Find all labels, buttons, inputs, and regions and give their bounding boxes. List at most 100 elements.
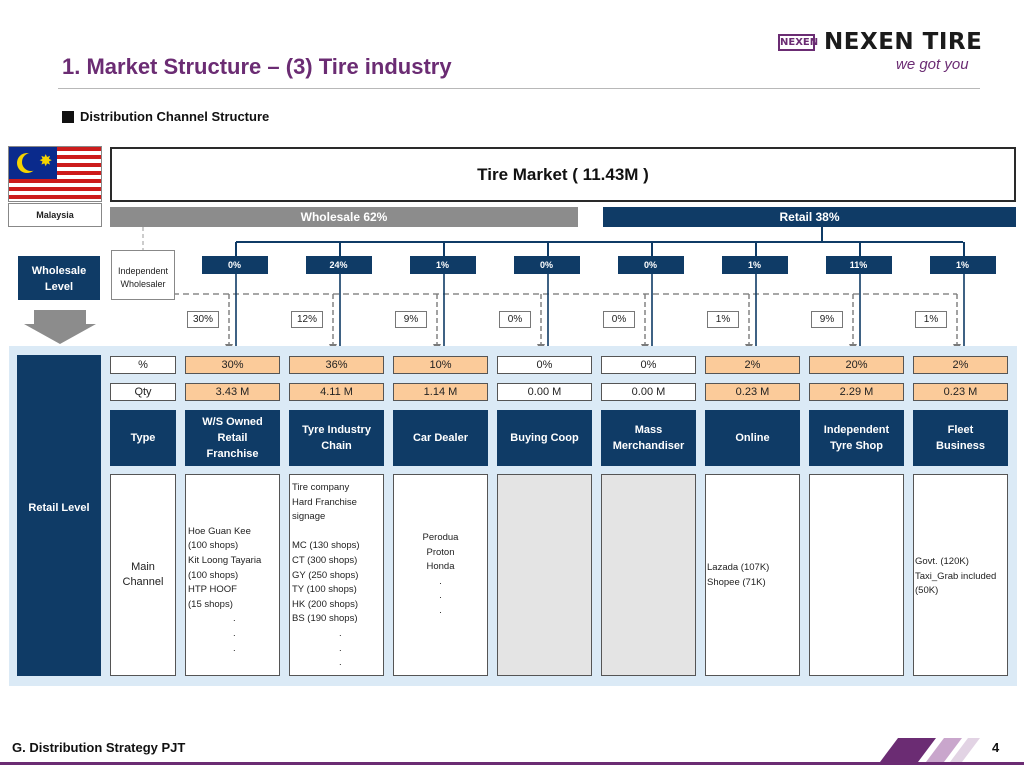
channel-line [188,496,279,511]
channel-line: . [233,613,236,625]
retail-pct-cell: 0% [497,356,592,374]
channel-line [188,510,279,525]
retail-pct-cell: 2% [705,356,800,374]
retail-qty-cell: 1.14 M [393,383,488,401]
via-wholesaler-pct-7: 9% [811,311,843,328]
via-wholesaler-pct-4: 0% [499,311,531,328]
channel-line: . [439,604,442,616]
retail-type-label: Independent Tyre Shop [823,424,890,452]
channel-line: Perodua [422,532,459,543]
down-arrow-icon [24,310,96,344]
channel-line: (100 shops) [188,569,239,581]
retail-direct-pct-1: 0% [201,256,268,274]
type-row-header: Type [110,410,176,466]
channel-line: . [339,657,342,669]
channel-line: . [439,590,442,602]
retail-pct-cell: 10% [393,356,488,374]
via-wholesaler-pct-5: 0% [603,311,635,328]
retail-pct-cell: 0% [601,356,696,374]
retail-type-cell: Online [705,410,800,466]
main-channel-row-header: Main Channel [110,474,176,676]
channel-line: BS (190 shops) [292,613,358,625]
retail-channel-cell: Hoe Guan Kee (100 shops) Kit Loong Tayaria… [185,474,280,676]
retail-direct-pct-5: 0% [617,256,684,274]
retail-bar: Retail 38% [603,207,1016,227]
retail-channel-cell: Govt. (120K)Taxi_Grab included(50K) [913,474,1008,676]
retail-pct-cell: 30% [185,356,280,374]
wholesale-bar: Wholesale 62% [110,207,578,227]
retail-qty-cell: 0.23 M [705,383,800,401]
channel-line: Kit Loong Tayaria [188,554,262,566]
channel-line: HTP HOOF [188,584,237,596]
retail-type-label: Mass Merchandiser [612,424,685,452]
retail-qty-cell: 0.00 M [601,383,696,401]
retail-type-label: W/S Owned Retail Franchise [202,416,263,460]
via-wholesaler-pct-8: 1% [915,311,947,328]
retail-pct-cell: 20% [809,356,904,374]
page-number: 4 [992,740,1000,755]
retail-type-cell: Tyre Industry Chain [289,410,384,466]
channel-line: Hard Franchise [292,496,357,508]
channel-line: . [233,627,236,639]
retail-direct-pct-4: 0% [513,256,580,274]
tire-market-box: Tire Market ( 11.43M ) [110,147,1016,202]
retail-type-label: Car Dealer [412,432,469,444]
via-wholesaler-pct-6: 1% [707,311,739,328]
channel-line: (100 shops) [188,540,239,552]
retail-direct-pct-8: 1% [929,256,996,274]
channel-line [292,525,383,540]
retail-type-cell: Car Dealer [393,410,488,466]
footer-project-name: G. Distribution Strategy PJT [12,740,186,755]
via-wholesaler-pct-3: 9% [395,311,427,328]
retail-type-cell: Mass Merchandiser [601,410,696,466]
channel-line: HK (200 shops) [292,598,359,610]
channel-line: Shopee (71K) [707,576,766,588]
channel-line [188,481,279,496]
channel-line: Tire company [292,482,350,493]
channel-line: (15 shops) [188,598,233,610]
channel-line: (50K) [915,585,939,597]
title-divider [58,88,980,89]
channel-line: Proton [426,546,455,558]
wholesale-level-label: Wholesale Level [18,256,100,300]
retail-type-cell: Independent Tyre Shop [809,410,904,466]
nexen-logo-text: NEXEN TIRE [824,29,983,55]
channel-line: TY (100 shops) [292,584,357,596]
retail-qty-cell: 4.11 M [289,383,384,401]
via-wholesaler-pct-2: 12% [291,311,323,328]
retail-direct-pct-2: 24% [305,256,372,274]
country-label: Malaysia [8,203,102,227]
retail-type-label: Online [735,432,770,444]
channel-line: . [339,627,342,639]
retail-channel-cell [601,474,696,676]
independent-wholesaler-box: Independent Wholesaler [111,250,175,300]
retail-direct-pct-3: 1% [409,256,476,274]
retail-type-label: Buying Coop [510,432,579,444]
channel-line: Hoe Guan Kee [188,525,251,537]
retail-level-label: Retail Level [17,355,101,676]
channel-line: Govt. (120K) [915,556,969,567]
retail-direct-pct-7: 11% [825,256,892,274]
retail-type-cell: Fleet Business [913,410,1008,466]
retail-qty-cell: 0.00 M [497,383,592,401]
retail-qty-cell: 3.43 M [185,383,280,401]
channel-line: . [233,642,236,654]
retail-channel-cell [809,474,904,676]
retail-channel-cell [497,474,592,676]
channel-line: Honda [426,561,455,573]
channel-line: . [339,642,342,654]
channel-line: CT (300 shops) [292,554,358,566]
retail-type-label: Tyre Industry Chain [302,424,371,452]
retail-pct-cell: 36% [289,356,384,374]
qty-row-header: Qty [110,383,176,401]
channel-line: . [439,575,442,587]
channel-line: signage [292,511,326,523]
channel-line: GY (250 shops) [292,569,359,581]
footer-stripes-graphic [880,738,980,762]
pct-row-header: % [110,356,176,374]
malaysia-flag-icon: ✸ [8,146,102,202]
via-wholesaler-pct-1: 30% [187,311,219,328]
retail-pct-cell: 2% [913,356,1008,374]
